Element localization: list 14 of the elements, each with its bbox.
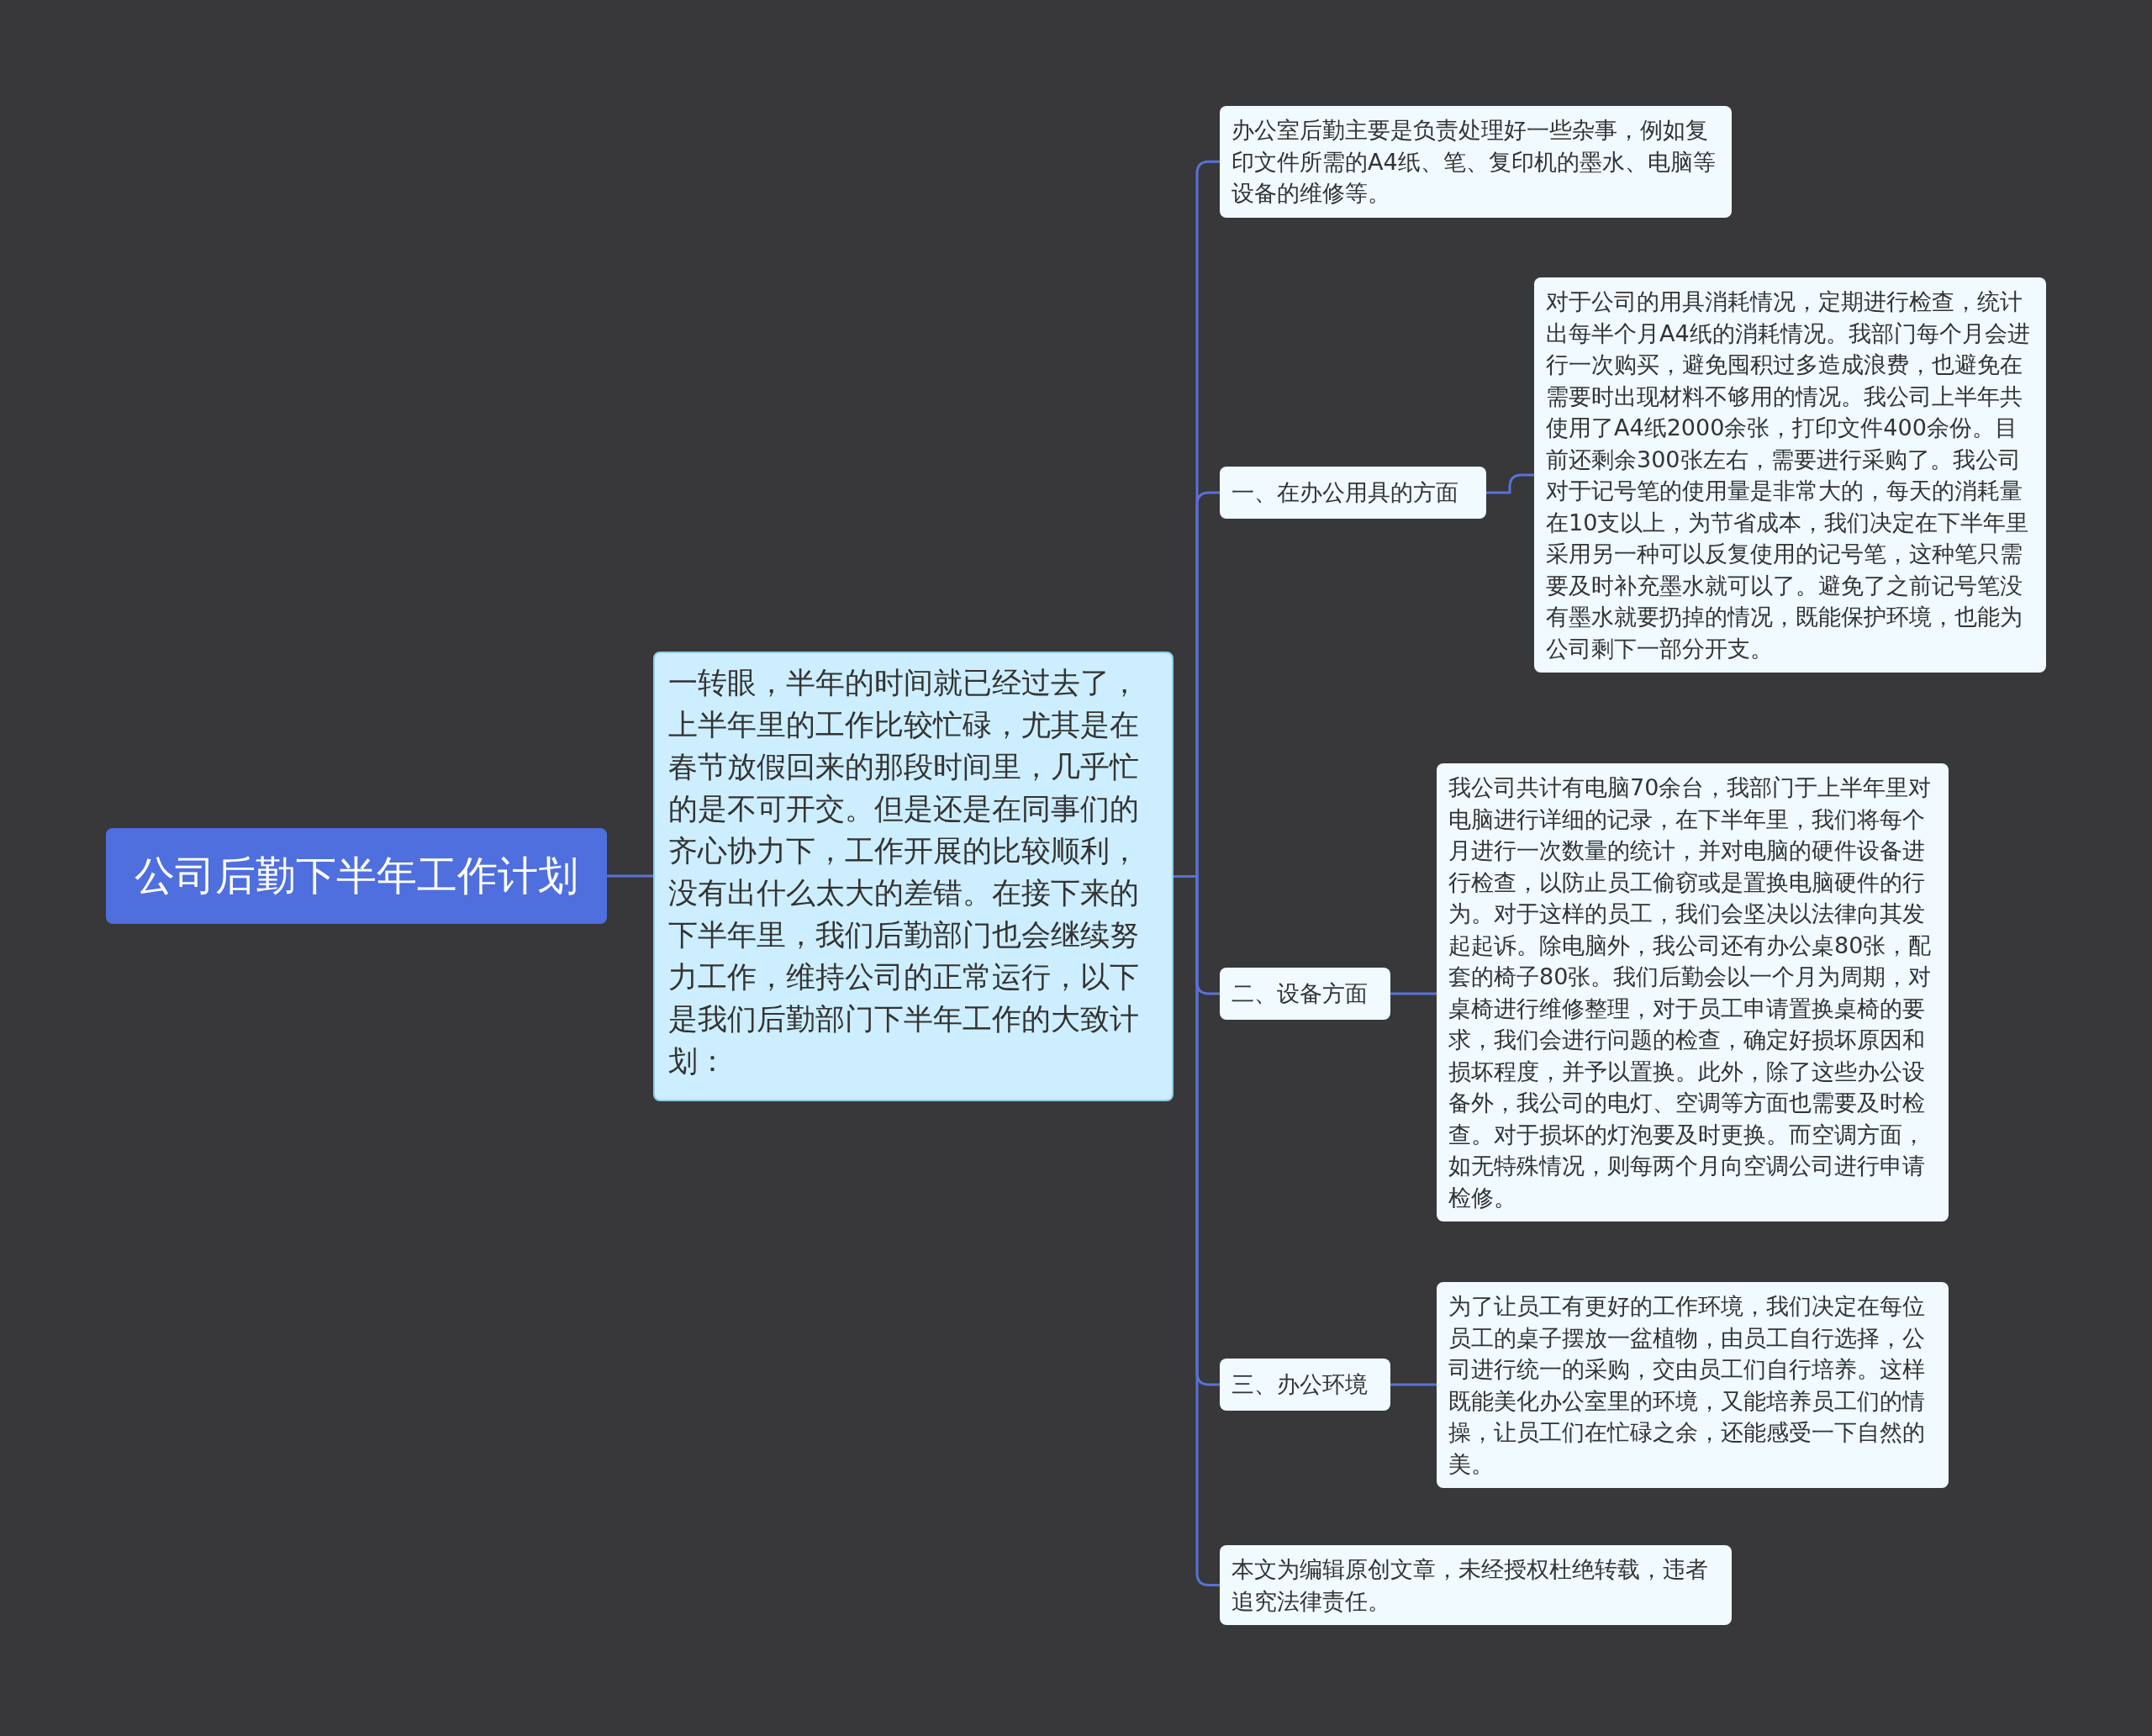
topic-box: 为了让员工有更好的工作环境，我们决定在每位员工的桌子摆放一盆植物，由员工自行选择，公司进行统一的采购，交由员工们自行培养。这样既能美化办公室里的环境，又能培养员工们的情操，让员工们在忙碌之余，还能感受一下自然的美。 — [1437, 1282, 1949, 1488]
topic-box: 一转眼，半年的时间就已经过去了，上半年里的工作比较忙碌，尤其是在春节放假回来的那段时间里，几乎忙的是不可开交。但是还是在同事们的齐心协力下，工作开展的比较顺利，没有出什么太大的差错。在接下来的下半年里，我们后勤部门也会继续努力工作，维持公司的正常运行，以下是我们后勤部门下半年工作的大致计划： — [653, 652, 1174, 1101]
topic-box: 我公司共计有电脑70余台，我部门于上半年里对电脑进行详细的记录，在下半年里，我们将每个月进行一次数量的统计，并对电脑的硬件设备进行检查，以防止员工偷窃或是置换电脑硬件的行为。对于这样的员工，我们会坚决以法律向其发起起诉。除电脑外，我公司还有办公桌80张，配套的椅子80张。我们后勤会以一个月为周期，对桌椅进行维修整理，对于员工申请置换桌椅的要求，我们会进行问题的检查，确定好损坏原因和损坏程度，并予以置换。此外，除了这些办公设备外，我公司的电灯、空调等方面也需要及时检查。对于损坏的灯泡要及时更换。而空调方面，如无特殊情况，则每两个月向空调公司进行申请检修。 — [1437, 763, 1949, 1222]
topic-box: 一、在办公用具的方面 — [1220, 467, 1486, 519]
topic-box: 二、设备方面 — [1220, 968, 1390, 1020]
connector-line — [1486, 473, 1534, 494]
topic-box: 三、办公环境 — [1220, 1359, 1390, 1411]
topic-box: 办公室后勤主要是负责处理好一些杂事，例如复印文件所需的A4纸、笔、复印机的墨水、电脑等设备的维修等。 — [1220, 106, 1732, 218]
topic-box: 对于公司的用具消耗情况，定期进行检查，统计出每半个月A4纸的消耗情况。我部门每个月会进行一次购买，避免囤积过多造成浪费，也避免在需要时出现材料不够用的情况。我公司上半年共使用了A4纸2000余张，打印文件400余份。目前还剩余300张左右，需要进行采购了。我公司对于记号笔的使用量是非常大的，每天的消耗量在10支以上，为节省成本，我们决定在下半年里采用另一种可以反复使用的记号笔，这种笔只需要及时补充墨水就可以了。避免了之前记号笔没有墨水就要扔掉的情况，既能保护环境，也能为公司剩下一部分开支。 — [1534, 277, 2046, 673]
topic-box: 本文为编辑原创文章，未经授权杜绝转载，违者追究法律责任。 — [1220, 1545, 1732, 1625]
connector-line — [1390, 1383, 1437, 1386]
central-topic: 公司后勤下半年工作计划 — [106, 828, 607, 924]
connector-line — [1390, 992, 1437, 995]
connector-line — [607, 874, 653, 878]
